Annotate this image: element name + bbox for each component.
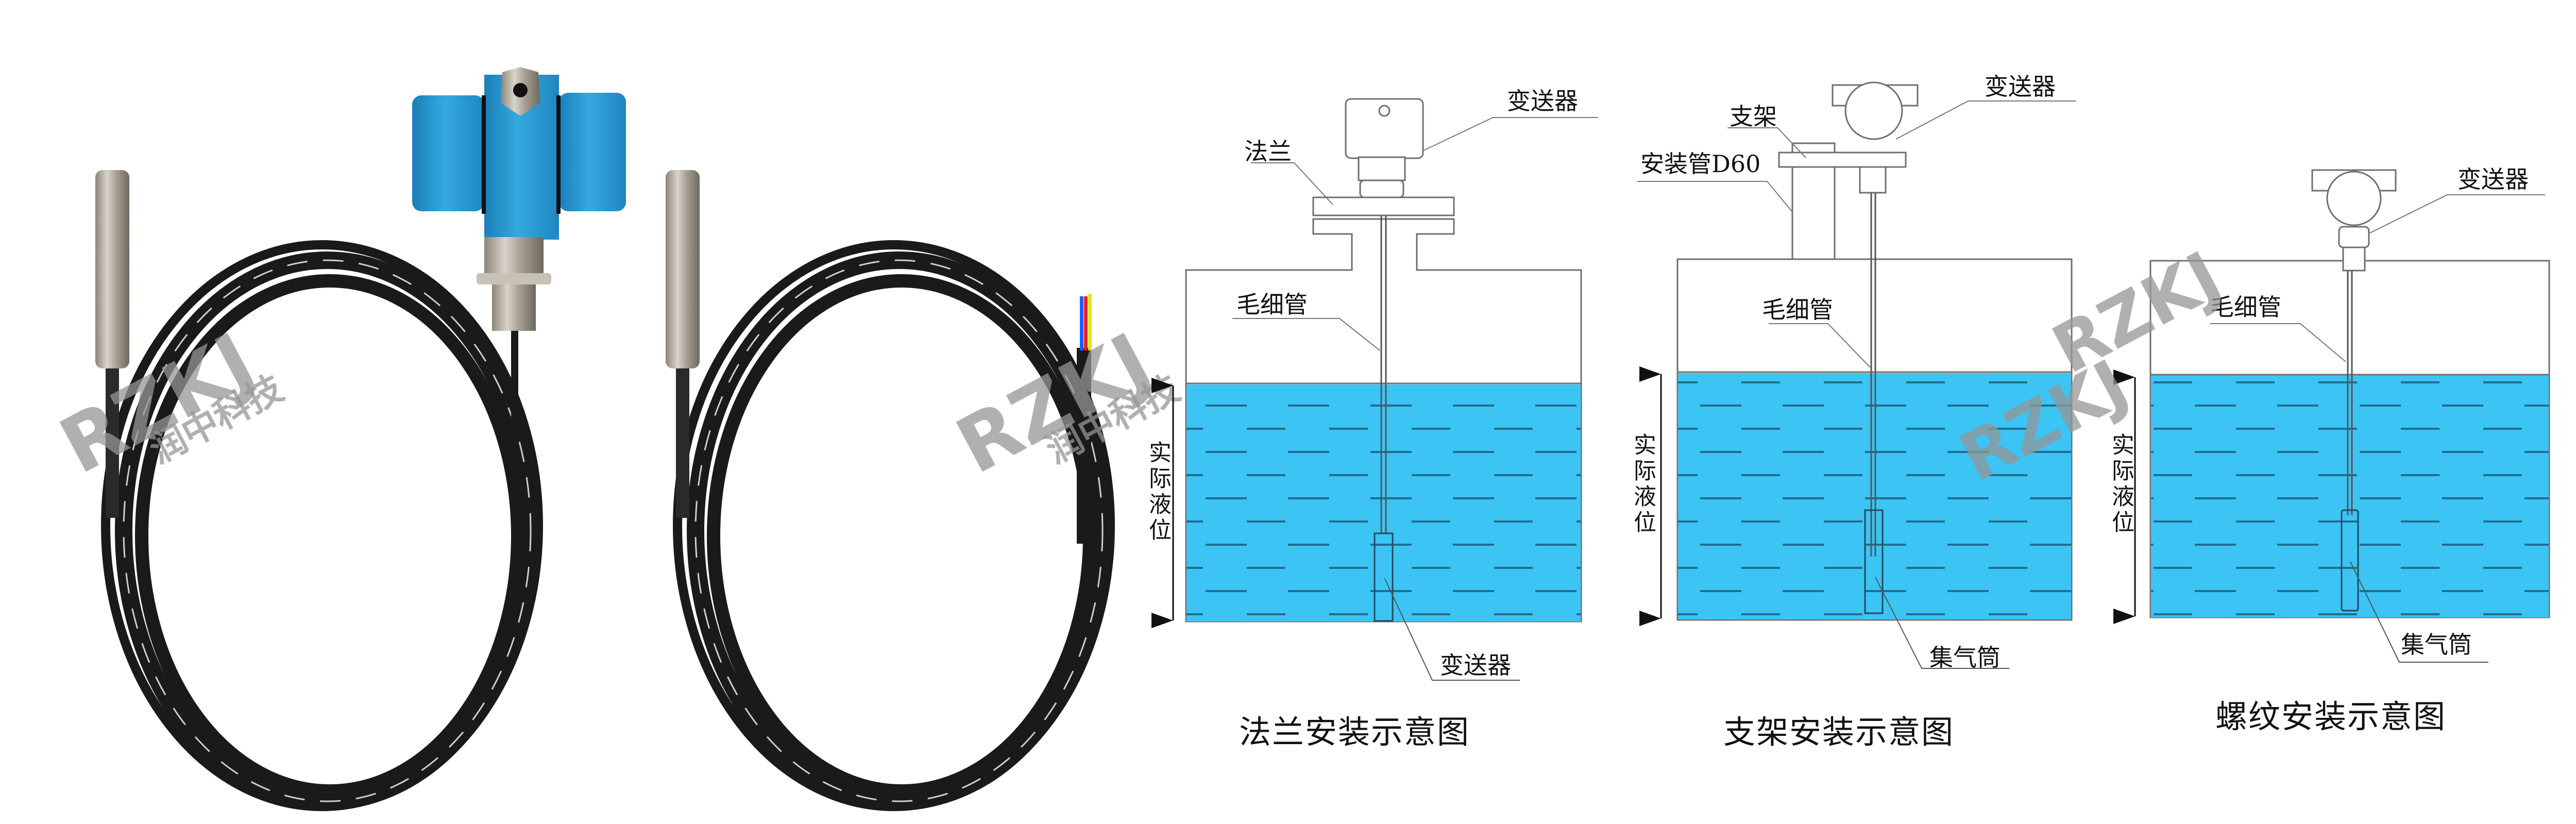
label-level-thread: 实际液位 xyxy=(2108,433,2134,536)
watermark-logo-diagram3: RZKJ xyxy=(2040,236,2233,389)
probe-right xyxy=(666,170,700,518)
product-photo-panel: RZKJ 润中科技 RZKJ 润中科技 xyxy=(0,0,1187,824)
label-mount-pipe: 安装管D60 xyxy=(1640,150,1761,178)
diagram-flange xyxy=(1151,98,1598,681)
product-photo-illustration xyxy=(95,67,1115,811)
label-transmitter-flange: 变送器 xyxy=(1507,87,1578,115)
label-level-bracket: 实际液位 xyxy=(1630,433,1656,536)
label-flange: 法兰 xyxy=(1244,138,1292,165)
label-level-flange: 实际液位 xyxy=(1145,441,1171,544)
label-capillary-thread: 毛细管 xyxy=(2210,293,2281,321)
title-bracket-installation: 支架安装示意图 xyxy=(1723,713,1955,751)
label-bottom-transmitter: 变送器 xyxy=(1440,651,1511,679)
label-capillary-flange: 毛细管 xyxy=(1236,291,1308,318)
label-capillary-bracket: 毛细管 xyxy=(1762,296,1833,324)
label-bracket: 支架 xyxy=(1730,103,1777,130)
label-gas-collector-thread: 集气筒 xyxy=(2401,631,2472,659)
transmitter-head xyxy=(412,67,626,516)
probe-left xyxy=(95,170,129,518)
cable-leads xyxy=(1077,294,1092,544)
title-flange-installation: 法兰安装示意图 xyxy=(1239,713,1470,751)
title-thread-installation: 螺纹安装示意图 xyxy=(2215,698,2447,735)
label-transmitter-bracket: 变送器 xyxy=(1985,73,2056,100)
label-transmitter-thread: 变送器 xyxy=(2458,165,2529,193)
cable-coil-right xyxy=(673,240,1115,811)
cable-coil-left xyxy=(101,240,543,811)
label-gas-collector-bracket: 集气筒 xyxy=(1929,644,2001,671)
